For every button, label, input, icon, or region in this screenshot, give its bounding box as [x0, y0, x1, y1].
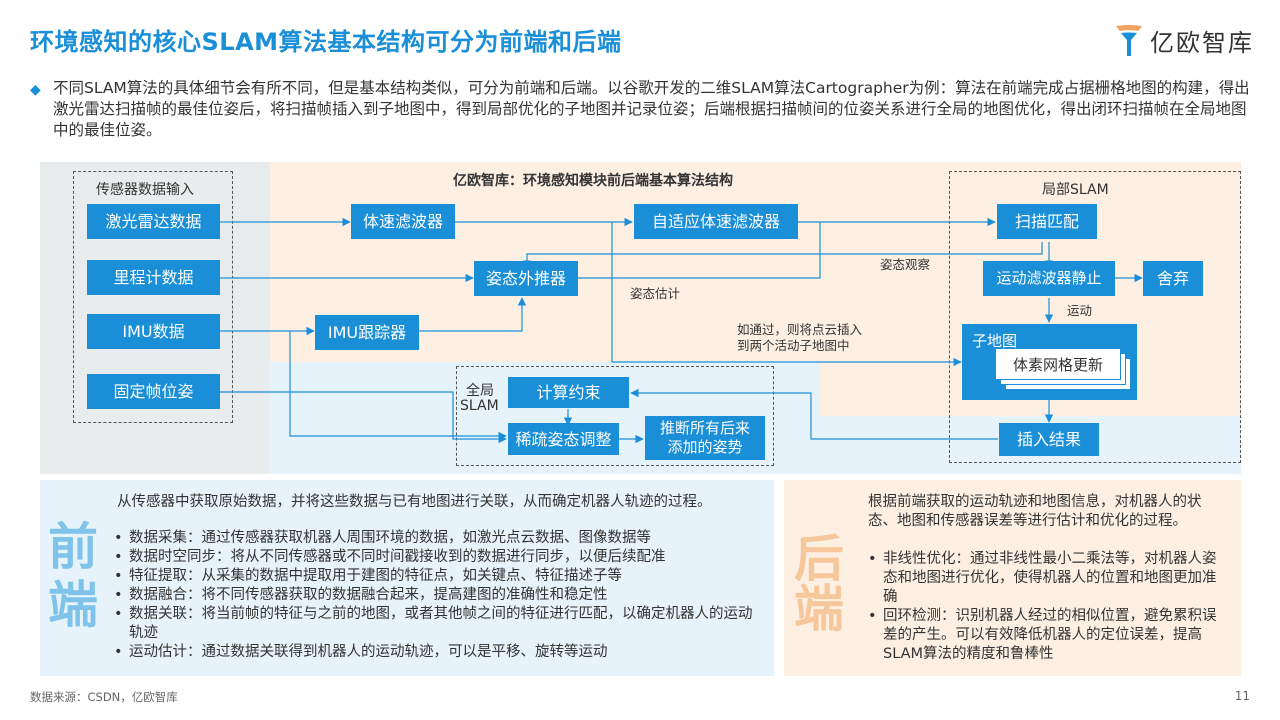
front-item-text: 运动估计：通过数据关联得到机器人的运动轨迹，可以是平移、旋转等运动	[129, 644, 608, 660]
bullet-dot-icon: •	[114, 530, 123, 546]
voxel-grid-update-label: 体素网格更新	[1012, 355, 1103, 374]
local-slam-label: 局部SLAM	[1042, 182, 1109, 198]
anno-insert-1: 如通过，则将点云插入	[737, 322, 863, 337]
global-slam-label-2: SLAM	[460, 398, 499, 414]
node-insert-result: 插入结果	[999, 423, 1099, 456]
diamond-bullet-icon: ◆	[30, 82, 41, 98]
submap-title: 子地图	[972, 332, 1018, 350]
global-slam-group	[456, 366, 774, 466]
node-compute-constraint: 计算约束	[508, 377, 629, 408]
back-item-list: • 非线性优化：通过非线性最小二乘法等，对机器人姿态和地图进行优化，使得机器人的位…	[866, 550, 1230, 664]
front-item-text: 数据融合：将不同传感器获取的数据融合起来，提高建图的准确性和稳定性	[129, 587, 608, 603]
node-voxel-grid-update: 体素网格更新	[995, 348, 1121, 380]
list-item: • 数据时空同步：将从不同传感器或不同时间戳接收到的数据进行同步，以便后续配准	[112, 548, 762, 567]
logo-text: 亿欧智库	[1150, 28, 1254, 57]
submap-block: 子地图 体素网格更新	[962, 324, 1137, 400]
node-imu-tracker: IMU跟踪器	[315, 315, 419, 350]
list-item: • 回环检测：识别机器人经过的相似位置，避免累积误差的产生。可以有效降低机器人的定…	[866, 607, 1230, 664]
data-source: 数据来源：CSDN，亿欧智库	[30, 690, 178, 704]
node-lidar-data: 激光雷达数据	[87, 204, 220, 239]
back-char-1: 后	[794, 530, 844, 588]
anno-motion: 运动	[1067, 303, 1093, 318]
back-item-text: 回环检测：识别机器人经过的相似位置，避免累积误差的产生。可以有效降低机器人的定位…	[883, 608, 1217, 662]
arrow-extrap-to-feedback	[578, 222, 821, 279]
front-item-list: • 数据采集：通过传感器获取机器人周围环境的数据，如激光点云数据、图像数据等 • 数…	[112, 529, 762, 662]
arrow-scan-to-extrap	[522, 242, 1043, 269]
list-item: • 非线性优化：通过非线性最小二乘法等，对机器人姿态和地图进行优化，使得机器人的位…	[866, 550, 1230, 607]
bullet-dot-icon: •	[868, 608, 877, 624]
logo-icon	[1116, 25, 1142, 56]
node-motion-filter: 运动滤波器静止	[983, 261, 1115, 296]
front-char-1: 前	[48, 518, 98, 576]
intro-text: 不同SLAM算法的具体细节会有所不同，但是基本结构类似，可分为前端和后端。以谷歌…	[53, 79, 1250, 139]
list-item: • 数据融合：将不同传感器获取的数据融合起来，提高建图的准确性和稳定性	[112, 586, 762, 605]
arrow-tracker-to-extrap	[418, 297, 527, 332]
back-description: 根据前端获取的运动轨迹和地图信息，对机器人的状态、地图和传感器误差等进行估计和优…	[868, 494, 1202, 529]
anno-pose-observation: 姿态观察	[880, 257, 931, 272]
extrapolate-line-2: 添加的姿势	[667, 438, 743, 456]
node-voxel-filter: 体速滤波器	[351, 204, 455, 239]
node-fixed-frame-pose: 固定帧位姿	[87, 374, 220, 409]
bullet-dot-icon: •	[114, 568, 123, 584]
bullet-dot-icon: •	[114, 587, 123, 603]
diagram-title: 亿欧智库：环境感知模块前后端基本算法结构	[453, 173, 733, 189]
sensor-input-group	[73, 171, 233, 423]
front-description: 从传感器中获取原始数据，并将这些数据与已有地图进行关联，从而确定机器人轨迹的过程…	[117, 494, 712, 510]
anno-insert-2: 到两个活动子地图中	[737, 338, 850, 353]
intro-paragraph: ◆ 不同SLAM算法的具体细节会有所不同，但是基本结构类似，可分为前端和后端。以…	[30, 78, 1255, 141]
front-item-text: 数据关联：将当前帧的特征与之前的地图，或者其他帧之间的特征进行匹配，以确定机器人…	[129, 606, 753, 641]
back-item-text: 非线性优化：通过非线性最小二乘法等，对机器人姿态和地图进行优化，使得机器人的位置…	[883, 551, 1217, 605]
node-adaptive-voxel-filter: 自适应体速滤波器	[634, 204, 798, 239]
sensor-input-label: 传感器数据输入	[96, 182, 194, 198]
arrow-imu-to-sparse	[289, 331, 507, 441]
front-item-text: 特征提取：从采集的数据中提取用于建图的特征点，如关键点、特征描述子等	[129, 568, 622, 584]
list-item: • 数据关联：将当前帧的特征与之前的地图，或者其他帧之间的特征进行匹配，以确定机器…	[112, 605, 762, 643]
page-number: 11	[1234, 689, 1250, 703]
node-odometry-data: 里程计数据	[87, 260, 220, 295]
front-end-panel: 前 端 从传感器中获取原始数据，并将这些数据与已有地图进行关联，从而确定机器人轨…	[40, 480, 774, 676]
bullet-dot-icon: •	[868, 551, 877, 567]
list-item: • 数据采集：通过传感器获取机器人周围环境的数据，如激光点云数据、图像数据等	[112, 529, 762, 548]
list-item: • 特征提取：从采集的数据中提取用于建图的特征点，如关键点、特征描述子等	[112, 567, 762, 586]
local-slam-group	[949, 171, 1241, 463]
front-item-text: 数据采集：通过传感器获取机器人周围环境的数据，如激光点云数据、图像数据等	[129, 530, 651, 546]
node-pose-extrapolator: 姿态外推器	[474, 261, 578, 296]
global-slam-label-1: 全局	[466, 383, 494, 399]
node-discard: 舍弃	[1143, 261, 1203, 296]
back-char-2: 端	[794, 580, 844, 638]
node-scan-matching: 扫描匹配	[997, 204, 1097, 239]
list-item: • 运动估计：通过数据关联得到机器人的运动轨迹，可以是平移、旋转等运动	[112, 643, 762, 662]
front-char-2: 端	[48, 576, 98, 634]
arrow-result-to-constraint	[630, 388, 998, 440]
extrapolate-line-1: 推断所有后来	[659, 419, 750, 437]
node-sparse-pose-adjust: 稀疏姿态调整	[508, 423, 619, 455]
flow-arrows	[220, 217, 1143, 444]
node-extrapolate-poses: 推断所有后来 添加的姿势	[645, 416, 765, 460]
node-imu-data: IMU数据	[87, 314, 220, 349]
anno-pose-estimate: 姿态估计	[630, 286, 681, 301]
bullet-dot-icon: •	[114, 644, 123, 660]
arrow-insert-path	[611, 222, 962, 367]
slam-structure-diagram: 传感器数据输入 局部SLAM 全局 SLAM 亿欧智库：环境感知模块前后端基本算…	[40, 162, 1241, 474]
logo: 亿欧智库	[1114, 20, 1254, 60]
front-item-text: 数据时空同步：将从不同传感器或不同时间戳接收到的数据进行同步，以便后续配准	[129, 549, 666, 565]
arrow-fixed-to-sparse	[220, 391, 507, 444]
bullet-dot-icon: •	[114, 549, 123, 565]
back-end-panel: 后 端 根据前端获取的运动轨迹和地图信息，对机器人的状态、地图和传感器误差等进行…	[784, 480, 1241, 676]
bullet-dot-icon: •	[114, 606, 123, 622]
page-title: 环境感知的核心SLAM算法基本结构可分为前端和后端	[30, 28, 622, 56]
